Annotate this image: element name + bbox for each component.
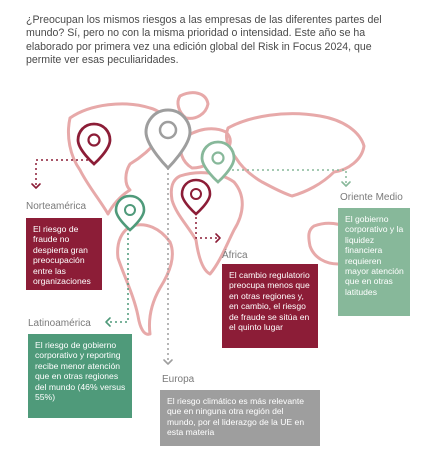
box-north-america: El riesgo de fraude no despierta gran pr… xyxy=(26,218,102,290)
connector-north-america xyxy=(35,159,88,186)
connector-latin-america xyxy=(108,228,129,323)
map-pin-icon xyxy=(144,108,192,171)
map-pin-icon xyxy=(114,194,146,232)
arrowhead-middle-east xyxy=(341,181,351,187)
box-africa: El cambio regulatorio preocupa menos que… xyxy=(222,264,318,348)
map-pin-icon xyxy=(76,122,112,166)
label-europe: Europa xyxy=(162,374,195,385)
north-america-outline xyxy=(66,102,167,216)
arrowhead-africa xyxy=(215,233,221,243)
arrowhead-latin-america xyxy=(105,317,111,327)
south-america-outline xyxy=(116,223,174,336)
label-north-america: Norteamérica xyxy=(26,201,87,212)
box-europe: El riesgo climático es más relevante que… xyxy=(160,390,320,446)
map-pin-icon xyxy=(200,140,236,184)
connector-africa xyxy=(195,212,220,239)
label-latin-america: Latinoamérica xyxy=(28,318,91,329)
map-pin-icon xyxy=(180,178,212,216)
greenland-outline xyxy=(176,91,210,120)
arrowhead-europe xyxy=(163,359,173,365)
label-middle-east: Oriente Medio xyxy=(340,192,403,203)
arrowhead-north-america xyxy=(31,183,41,189)
label-africa: África xyxy=(222,250,248,261)
africa-outline xyxy=(169,171,244,276)
box-middle-east: El gobierno corporativo y la liquidez fi… xyxy=(338,208,410,316)
asia-outline xyxy=(224,112,366,198)
intro-text: ¿Preocupan los mismos riesgos a las empr… xyxy=(26,14,382,67)
box-latin-america: El riesgo de gobierno corporativo y repo… xyxy=(28,334,132,418)
